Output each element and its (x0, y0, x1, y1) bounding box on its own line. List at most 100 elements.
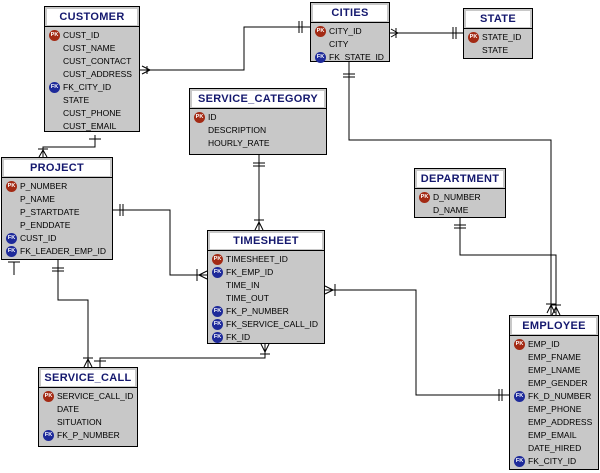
field-name: TIMESHEET_ID (226, 254, 288, 264)
divider (510, 335, 598, 336)
entity-title: CUSTOMER (47, 9, 137, 25)
field-name: FK_P_NUMBER (226, 306, 289, 316)
field-row: SITUATION (41, 416, 133, 429)
field-row: STATE (47, 94, 132, 107)
entity-title: SERVICE_CATEGORY (192, 91, 324, 107)
field-name: FK_EMP_ID (226, 267, 274, 277)
rel-employee-timesheet (325, 289, 509, 396)
divider (39, 387, 137, 388)
field-name: FK_P_NUMBER (57, 430, 120, 440)
entity-title: TIMESHEET (210, 233, 322, 249)
field-row: TIME_IN (210, 279, 318, 292)
field-row: CITY (313, 38, 384, 51)
foreign-key-icon: FK (514, 456, 525, 467)
field-name: CUST_ID (63, 30, 100, 40)
field-name: CUST_CONTACT (63, 56, 132, 66)
primary-key-icon: PK (419, 192, 430, 203)
field-name: FK_D_NUMBER (528, 391, 592, 401)
field-row: CUST_NAME (47, 42, 132, 55)
entity-title: STATE (466, 11, 530, 27)
field-row: DATE (41, 403, 133, 416)
field-row: DATE_HIRED (512, 442, 592, 455)
field-name: P_STARTDATE (20, 207, 80, 217)
rel-employee-project (8, 261, 20, 275)
field-name: EMP_GENDER (528, 378, 588, 388)
divider (415, 188, 505, 189)
field-name: DATE_HIRED (528, 443, 582, 453)
field-name: P_NUMBER (20, 181, 68, 191)
field-row: D_NAME (417, 204, 481, 217)
field-row: P_NAME (4, 193, 106, 206)
field-name: CUST_PHONE (63, 108, 122, 118)
foreign-key-icon: FK (6, 233, 17, 244)
rel-customer-project (42, 135, 96, 157)
foreign-key-icon: FK (43, 430, 54, 441)
field-name: TIME_OUT (226, 293, 269, 303)
divider (208, 250, 324, 251)
divider (45, 26, 139, 27)
field-name: CITY_ID (329, 26, 362, 36)
field-name: FK_ID (226, 332, 251, 342)
primary-key-icon: PK (194, 112, 205, 123)
field-name: EMP_EMAIL (528, 430, 577, 440)
field-row: CUST_PHONE (47, 107, 132, 120)
rel-project-timesheet (113, 209, 207, 276)
field-row: EMP_GENDER (512, 377, 592, 390)
rel-cities-employee (348, 62, 552, 315)
entity-title: SERVICE_CALL (41, 370, 135, 386)
primary-key-icon: PK (6, 181, 17, 192)
field-row: CUST_ADDRESS (47, 68, 132, 81)
field-name: CITY (329, 39, 349, 49)
field-name: DESCRIPTION (208, 125, 267, 135)
field-name: STATE (63, 95, 90, 105)
field-name: EMP_FNAME (528, 352, 581, 362)
foreign-key-icon: FK (212, 267, 223, 278)
field-name: FK_CITY_ID (528, 456, 577, 466)
entity-title: CITIES (313, 5, 387, 21)
field-row: P_STARTDATE (4, 206, 106, 219)
field-name: EMP_LNAME (528, 365, 581, 375)
field-name: P_ENDDATE (20, 220, 71, 230)
field-name: STATE_ID (482, 32, 522, 42)
divider (311, 22, 389, 23)
field-name: CUST_EMAIL (63, 121, 117, 131)
field-name: FK_SERVICE_CALL_ID (226, 319, 318, 329)
field-row: P_ENDDATE (4, 219, 106, 232)
primary-key-icon: PK (212, 254, 223, 265)
foreign-key-icon: FK (212, 319, 223, 330)
field-name: FK_CITY_ID (63, 82, 112, 92)
field-row: EMP_LNAME (512, 364, 592, 377)
field-row: EMP_FNAME (512, 351, 592, 364)
rel-cities-customer (140, 26, 310, 71)
foreign-key-icon: FK (212, 306, 223, 317)
field-name: STATE (482, 45, 509, 55)
